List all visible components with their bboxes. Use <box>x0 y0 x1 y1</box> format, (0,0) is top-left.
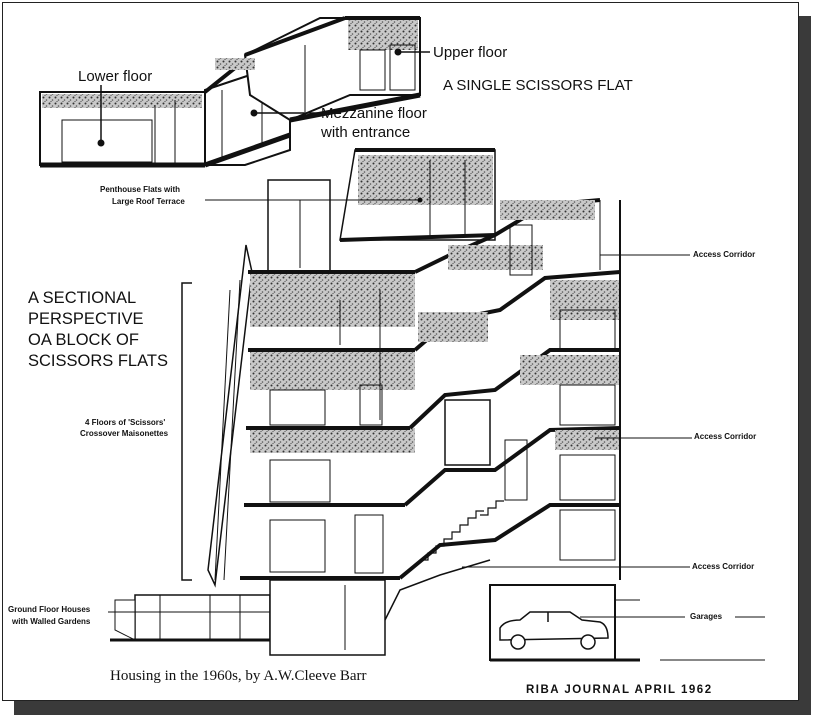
block-title-line2: PERSPECTIVE <box>28 310 144 328</box>
single-flat-section <box>39 16 430 168</box>
access-corridor-label-middle: Access Corridor <box>694 432 757 441</box>
lower-floor-label: Lower floor <box>78 68 153 85</box>
block-title-line4: SCISSORS FLATS <box>28 352 168 370</box>
block-title-line3: OA BLOCK OF <box>28 331 139 349</box>
ground-houses-label-line2: with Walled Gardens <box>12 617 91 626</box>
block-title-line1: A SECTIONAL <box>28 289 137 307</box>
image-caption: Housing in the 1960s, by A.W.Cleeve Barr <box>110 668 367 684</box>
penthouse-label-line2: Large Roof Terrace <box>112 197 185 206</box>
mezzanine-label-line2: with entrance <box>321 124 411 141</box>
garages-label: Garages <box>690 612 723 621</box>
maisonettes-label-line2: Crossover Maisonettes <box>80 429 169 438</box>
access-corridor-label-bottom: Access Corridor <box>692 562 755 571</box>
upper-floor-label: Upper floor <box>433 44 508 61</box>
penthouse-label-line1: Penthouse Flats with <box>100 185 181 194</box>
left-flats <box>240 270 415 580</box>
journal-credit: RIBA JOURNAL APRIL 1962 <box>526 684 713 696</box>
access-corridor-label-top: Access Corridor <box>693 250 756 259</box>
car-illustration <box>499 611 609 650</box>
maisonettes-label-line1: 4 Floors of 'Scissors' <box>85 418 166 427</box>
single-flat-title: A SINGLE SCISSORS FLAT <box>443 77 633 94</box>
ground-level <box>110 559 640 662</box>
central-stepped-slabs <box>339 148 621 580</box>
ground-houses-label-line1: Ground Floor Houses <box>8 605 91 614</box>
mezzanine-label-line1: Mezzanine floor <box>321 105 427 122</box>
maisonette-bracket <box>181 282 192 581</box>
main-block-section <box>108 148 765 662</box>
